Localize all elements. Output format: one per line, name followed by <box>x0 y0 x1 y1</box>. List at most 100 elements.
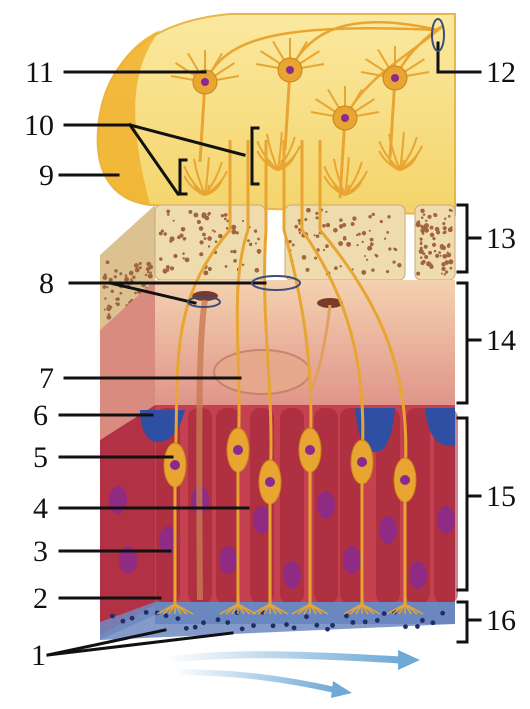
bone-speck <box>299 232 301 234</box>
bowmans-gland <box>214 350 310 394</box>
bone-speck <box>416 222 421 227</box>
bone-speck <box>213 230 215 232</box>
bone-speck <box>322 224 326 228</box>
odorant-dot <box>175 616 180 621</box>
bone-speck <box>430 233 435 238</box>
bone-speck <box>316 234 320 238</box>
bone-speck <box>442 254 447 259</box>
odorant-dot <box>403 624 408 629</box>
bone-speck <box>374 254 377 257</box>
bone-speck <box>448 215 451 218</box>
bone-speck <box>361 270 366 275</box>
bone-speck <box>420 229 423 232</box>
bone-speck <box>204 237 207 240</box>
bone-speck <box>386 231 389 234</box>
odorant-dot <box>164 613 169 618</box>
bone-speck <box>208 267 212 271</box>
bone-speck <box>221 214 224 217</box>
odorant-dot <box>144 610 149 615</box>
bone-speck <box>362 231 366 235</box>
bone-speck <box>447 252 449 254</box>
odorant-dot <box>235 610 240 615</box>
bone-speck <box>444 218 446 220</box>
bone-speck <box>392 261 395 264</box>
bone-speck <box>326 223 330 227</box>
cell-nucleus <box>317 491 335 519</box>
label-2: 2 <box>8 584 48 614</box>
bone-speck <box>182 252 185 255</box>
odorant-dot <box>225 620 230 625</box>
bone-speck <box>430 226 434 230</box>
bone-speck <box>366 259 368 261</box>
bone-speck <box>304 218 307 221</box>
odorant-dot <box>251 623 256 628</box>
bone-speck <box>226 227 229 230</box>
bone-speck <box>146 262 151 267</box>
airflow-arrowhead-2 <box>331 681 352 698</box>
bone-speck <box>432 237 435 240</box>
bone-speck <box>115 298 117 300</box>
label-8: 8 <box>14 269 54 299</box>
bone-speck <box>255 242 257 244</box>
bone-speck <box>370 242 374 246</box>
bone-speck <box>302 255 307 260</box>
bone-speck <box>346 242 351 247</box>
bone-speck <box>351 222 355 226</box>
odorant-dot <box>201 620 206 625</box>
airflow-arrowhead-1 <box>398 650 420 670</box>
bone-speck <box>203 270 208 275</box>
bone-speck <box>104 297 106 299</box>
bone-speck <box>182 257 184 259</box>
odorant-dot <box>304 614 309 619</box>
bone-speck <box>420 256 423 259</box>
bone-speck <box>421 216 424 219</box>
bone-speck <box>109 306 112 309</box>
bone-speck <box>448 259 453 264</box>
bone-speck <box>323 249 325 251</box>
cell-nucleus <box>253 506 271 534</box>
odorant-dot <box>193 625 198 630</box>
label-14: 14 <box>486 326 526 356</box>
bone-speck <box>444 260 449 265</box>
bone-speck <box>356 244 358 246</box>
bone-speck <box>173 220 175 222</box>
cell-nucleus <box>379 516 397 544</box>
bone-speck <box>145 274 147 276</box>
odorant-dot <box>284 622 289 627</box>
label-4: 4 <box>8 494 48 524</box>
label-1: 1 <box>6 641 46 671</box>
bone-speck <box>339 224 344 229</box>
label-11: 11 <box>14 58 54 88</box>
bone-speck <box>202 233 206 237</box>
receptor-nucleus <box>233 445 243 455</box>
bone-speck <box>130 278 132 280</box>
bone-speck <box>170 266 174 270</box>
receptor-nucleus <box>170 460 180 470</box>
bone-speck <box>134 292 137 295</box>
bone-speck <box>440 255 442 257</box>
bone-speck <box>167 269 170 272</box>
bone-speck <box>388 247 391 250</box>
bone-speck <box>435 254 439 258</box>
bone-speck <box>183 237 187 241</box>
bone-speck <box>231 225 236 230</box>
bone-speck <box>249 243 252 246</box>
bone-speck <box>199 226 204 231</box>
bone-speck <box>162 268 167 273</box>
bone-speck <box>233 259 237 263</box>
bone-speck <box>423 213 426 216</box>
bone-speck <box>384 238 386 240</box>
odorant-dot <box>314 623 319 628</box>
bone-speck <box>358 233 361 236</box>
bone-speck <box>231 229 236 234</box>
bone-speck <box>125 274 128 277</box>
bone-speck <box>422 232 425 235</box>
bone-speck <box>104 308 106 310</box>
bone-speck <box>242 264 244 266</box>
bone-speck <box>119 272 122 275</box>
bone-speck <box>230 250 233 253</box>
bone-speck <box>166 265 170 269</box>
bone-speck <box>124 277 129 282</box>
bracket-15 <box>458 418 480 590</box>
bone-speck <box>315 212 318 215</box>
